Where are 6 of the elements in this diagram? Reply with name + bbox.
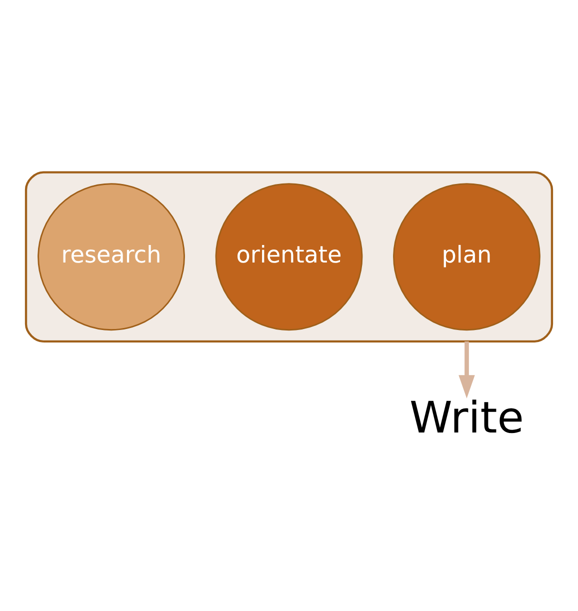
cluster [24, 170, 554, 342]
node-circle: orientate [215, 182, 363, 330]
node-circle: research [38, 182, 185, 330]
node-circle: plan [393, 182, 540, 330]
arrow [458, 340, 475, 398]
node-text: Write [410, 392, 524, 443]
